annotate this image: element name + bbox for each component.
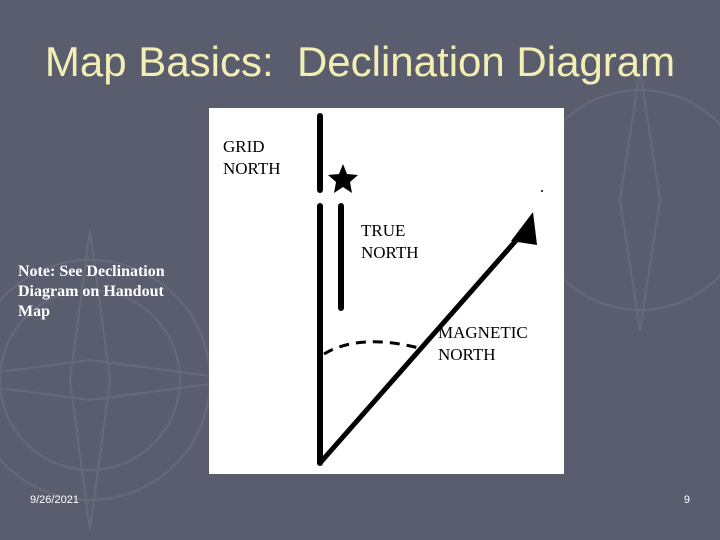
magnetic-north-line — [317, 225, 530, 466]
slide-date: 9/26/2021 — [30, 494, 79, 506]
grid-north-label-line: GRID — [223, 137, 265, 156]
slide-title: Map Basics: Declination Diagram — [44, 38, 676, 85]
handout-note: Note: See Declination Diagram on Handout… — [18, 262, 208, 322]
true-north-label: TRUE NORTH — [361, 220, 419, 264]
grid-north-label: GRID NORTH — [223, 136, 281, 180]
note-line: Diagram on Handout — [18, 283, 164, 300]
magnetic-north-label: MAGNETIC NORTH — [438, 322, 528, 366]
declination-diagram-graphic — [317, 113, 543, 466]
true-north-label-line: TRUE — [361, 221, 406, 240]
magnetic-north-label-line: MAGNETIC — [438, 323, 528, 342]
magnetic-north-label-line: NORTH — [438, 345, 496, 364]
note-line: Map — [18, 303, 50, 320]
magnetic-arrow-head — [511, 212, 537, 245]
note-line: Note: See Declination — [18, 263, 165, 280]
declination-arc — [323, 340, 420, 356]
true-north-label-line: NORTH — [361, 243, 419, 262]
declination-diagram: GRID NORTH TRUE NORTH MAGNETIC NORTH — [209, 108, 564, 474]
slide-page-number: 9 — [683, 494, 690, 506]
grid-north-label-line: NORTH — [223, 159, 281, 178]
star-icon — [328, 164, 358, 193]
